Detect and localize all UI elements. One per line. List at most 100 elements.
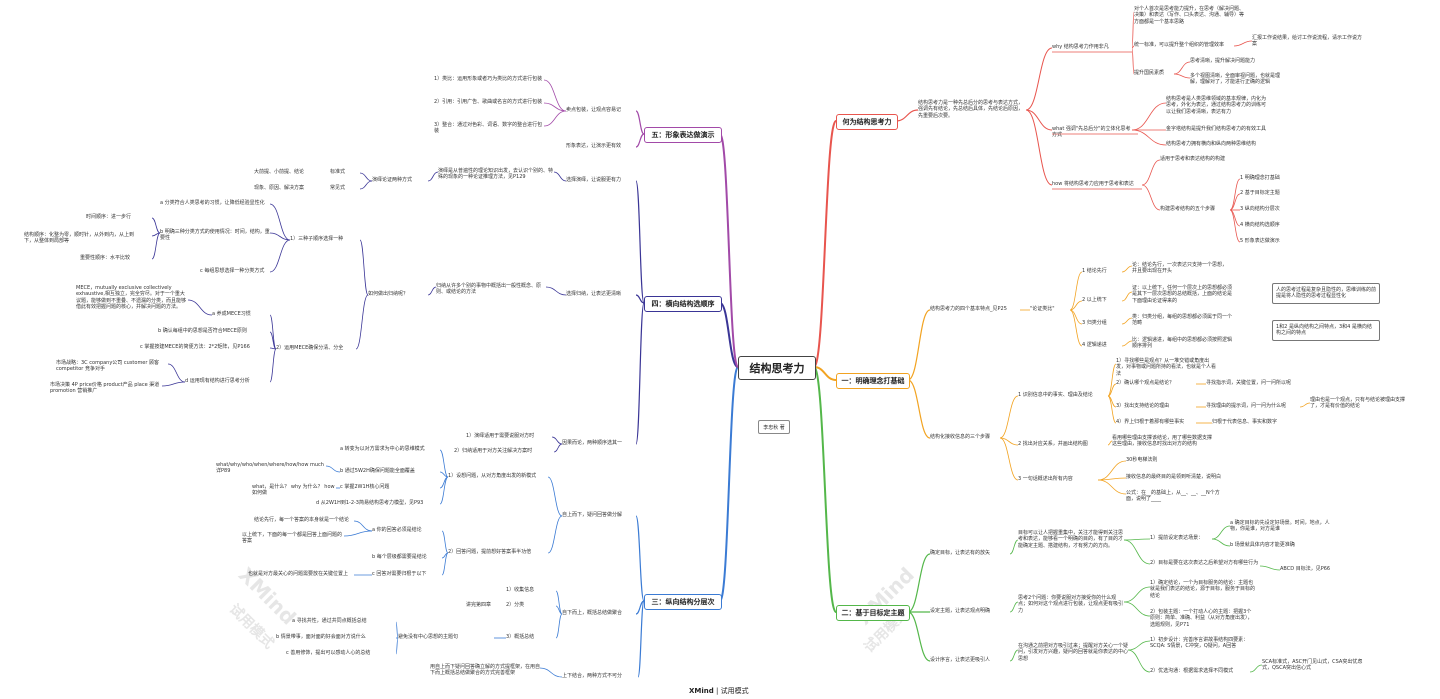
r3-g2: 2）目标是要在这次表达之后希望对方有哪些行为 — [1150, 560, 1259, 566]
l5-h1b1: 时间顺序：进一步行 — [86, 214, 132, 220]
connector — [1211, 525, 1231, 540]
connector — [1121, 291, 1133, 302]
r2-note-1: 人的思考过程是复杂且隐性的，思维训练的前提是将人隐性的思考过程显性化 — [1272, 283, 1380, 304]
l5-h1b: b 明确三种分类方式的使用情况：时间，结构，重要性 — [160, 229, 270, 242]
connector — [543, 102, 567, 112]
r2-step-1: 1 识别信息中的事实、理由及结论 — [1018, 392, 1093, 398]
connector — [1069, 271, 1083, 311]
connector — [1097, 460, 1127, 481]
connector — [269, 331, 277, 350]
connector — [151, 232, 161, 260]
r1-step-3: 3 纵向结构分层次 — [1240, 206, 1280, 212]
connector — [553, 443, 563, 453]
branch-horizontal-structure[interactable]: 四：横向结构选顺序 — [644, 296, 722, 312]
l5-ded-standard: 标准式 — [330, 169, 346, 175]
r1-what-a: 结构思考是人类思维领域的基本规律，内化为思考，外化为表达，通过结构思考力的训练可… — [1166, 96, 1267, 115]
connector — [1173, 61, 1191, 75]
r1-step-5: 5 形象表达做演示 — [1240, 238, 1280, 244]
connector — [1009, 539, 1019, 555]
r2-step-1d1: 归根于代表信息、事实和数字 — [1212, 419, 1278, 425]
connector — [1131, 47, 1135, 75]
l6-selling-point: 卖点包装，让观点容易记 — [566, 107, 622, 113]
connector — [325, 465, 341, 473]
l5-induction: 选择归纳，让表达更清晰 — [566, 291, 622, 297]
connector — [269, 347, 277, 350]
r3-t2: 2）包装主题：一个打动人心的主题：把握3个原则：简单、准确、利益（从对方角度出发… — [1150, 609, 1253, 628]
l4-c2: 2）分类 — [506, 602, 525, 608]
connector — [813, 366, 837, 381]
connector — [355, 294, 369, 350]
connector — [543, 110, 567, 127]
connector — [635, 600, 645, 615]
connector — [187, 299, 213, 316]
l4-c3b: b 情景带事，面对面的好会面对方说什么 — [276, 634, 366, 640]
r1-what-b: 金字塔结构是提升我们结构思考力的有效工具 — [1166, 126, 1267, 132]
connector — [441, 552, 449, 576]
l4-q2a: a 你的回答必须是结论 — [372, 527, 422, 533]
r2-thesis: "论证类比" — [1030, 306, 1055, 312]
l4-q1c: c 掌握2W1H核心问题 — [340, 484, 390, 490]
connector — [1025, 109, 1053, 131]
connector — [343, 530, 373, 537]
r2-step-1c2: 理由也是一个观点，只有与结论被理由支撑了，才是有价值的结论 — [1310, 397, 1406, 410]
connector — [999, 437, 1019, 481]
r2-step-3a: 30秒电梯法则 — [1126, 457, 1158, 463]
author-note: 李忠秋 著 — [758, 420, 790, 434]
connector — [353, 520, 373, 532]
r1-why-c1: 思考清晰，提升解决问题能力 — [1190, 58, 1256, 64]
l5-ded-two: 演绎论证两种方式 — [372, 177, 413, 183]
l4-q2c: c 回答对需要归根于以下 — [372, 571, 427, 577]
branch-visual-expression[interactable]: 五：形象表达做演示 — [644, 127, 722, 143]
connector — [161, 381, 186, 387]
l4-q2a2: 以上统下，下面的每一个都是回答上面问题的答案 — [242, 532, 343, 545]
branch-vertical-structure[interactable]: 三：纵向结构分层次 — [644, 594, 722, 610]
l4-both: 上下结合，两种方式不可分 — [562, 673, 623, 679]
r2-f2: 2 以上统下 — [1082, 297, 1107, 303]
root-topic[interactable]: 结构思考力 — [738, 356, 816, 380]
connector — [439, 449, 449, 478]
connector — [635, 110, 645, 135]
r2-step-2a: 看用哪些理由支撑该结论，用了哪些数据支撑这些理由，接收信息时找出对方的结构 — [1112, 435, 1213, 448]
l4-c3: 3）概括总结 — [506, 634, 535, 640]
connector — [439, 476, 449, 505]
l4-c3c: c 善用修饰，提出可以感动人心的总结 — [286, 650, 371, 656]
l4-q2b: b 每个层级都需要是结论 — [372, 554, 427, 560]
r1-why-c: 提升国民素质 — [1134, 70, 1165, 76]
l5-h2: 2）运用MECE确保分清、分全 — [276, 345, 344, 351]
l5-h1c: c 每组思想选择一种分类方式 — [200, 268, 265, 274]
r3-goal: 确定目标，让表达有的放矢 — [930, 550, 991, 556]
connector — [1107, 395, 1117, 424]
connector — [1069, 300, 1083, 311]
connector — [1249, 664, 1263, 673]
r2-note-2: 1和2 是纵向结构之间特点，3和4 是横向结构之间的特点 — [1272, 320, 1380, 341]
connector — [907, 553, 931, 613]
l5-difference: 因果而论，两种顺序选其一 — [562, 440, 623, 446]
l5-h2d2: 市场决策 4P price价格 product产品 place 渠道 promo… — [50, 382, 160, 395]
l4-q1c-text: what，是什么？ why 为什么？ how如何做 — [252, 484, 335, 497]
branch-goal-topic[interactable]: 二：基于目标定主题 — [836, 605, 910, 621]
l4-bottom-up: 自下而上，概括总结做聚合 — [562, 610, 623, 616]
r2-step-2: 2 找出对应关系，并画出结构图 — [1018, 441, 1088, 447]
branch-why-structured-thinking[interactable]: 何为结构思考力 — [836, 114, 898, 130]
connector — [1259, 565, 1281, 571]
l5-induction-text: 归纳从许多个别的事物中概括出一般性概念、原则、或结论的方法 — [436, 283, 542, 296]
r2-three-steps: 结构化接收信息的三个步骤 — [930, 434, 991, 440]
connector — [637, 600, 645, 678]
footer-trial-notice: XMind | 试用模式 — [689, 686, 749, 696]
connector — [907, 379, 931, 439]
connector — [547, 476, 563, 517]
l5-h2a-text: MECE，mutually exclusive collectively exh… — [76, 285, 187, 311]
connector — [269, 203, 291, 241]
connector — [1107, 363, 1117, 397]
l5-deduction: 选择演绎，让说服更有力 — [566, 177, 622, 183]
r1-how: how 将结构思考力应用于思考和表达 — [1052, 181, 1134, 187]
branch-clear-concept[interactable]: 一：明确理念打基础 — [836, 373, 910, 389]
connector — [359, 239, 369, 296]
connector — [553, 171, 567, 182]
l4-both-text: 用自上而下疑问回答确立解的方式提框架，在用自下而上概括总结做聚合的方式完善框架 — [430, 664, 541, 677]
connector — [895, 109, 919, 122]
connector — [1069, 309, 1083, 347]
connector — [635, 133, 645, 148]
l6-visual: 形象表达，让演示更有效 — [566, 143, 622, 149]
connector — [635, 180, 645, 304]
